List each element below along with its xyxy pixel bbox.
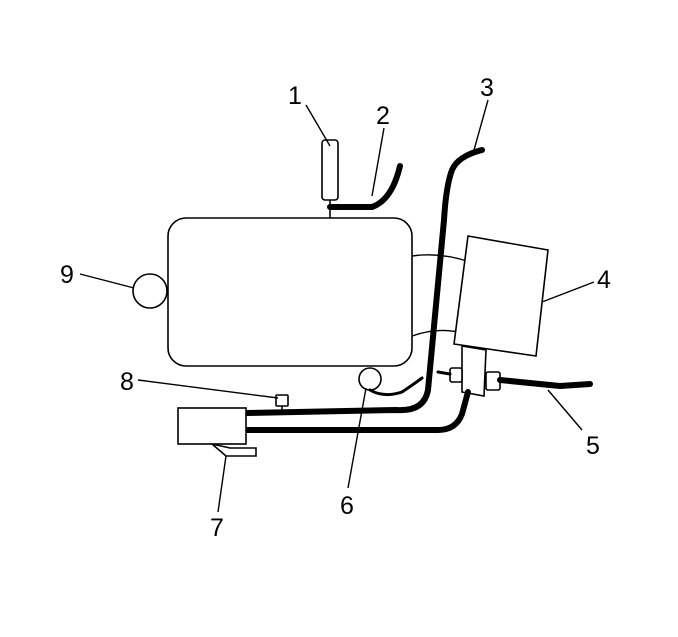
callout-2: 2 — [376, 102, 390, 130]
callout-4: 4 — [597, 266, 611, 294]
bottom-port — [358, 367, 424, 397]
top-hose — [327, 163, 403, 210]
long-vent-hose — [243, 147, 485, 416]
right-outlet-hose — [497, 377, 593, 389]
callout-3: 3 — [480, 74, 494, 102]
lower-hose — [243, 389, 471, 433]
callout-6: 6 — [340, 492, 354, 520]
callout-5: 5 — [586, 432, 600, 460]
left-port — [132, 273, 168, 309]
canister — [167, 217, 413, 367]
callout-labels: 1 2 3 4 5 6 7 8 9 — [60, 74, 611, 542]
top-sensor — [321, 139, 339, 218]
small-fitting — [275, 394, 289, 413]
callout-7: 7 — [210, 514, 224, 542]
leader-lines — [79, 99, 595, 513]
valve-box — [453, 235, 549, 357]
callout-9: 9 — [60, 261, 74, 289]
callout-1: 1 — [288, 82, 302, 110]
callout-8: 8 — [120, 368, 134, 396]
filter-box — [177, 407, 257, 457]
valve-fitting — [436, 345, 501, 397]
